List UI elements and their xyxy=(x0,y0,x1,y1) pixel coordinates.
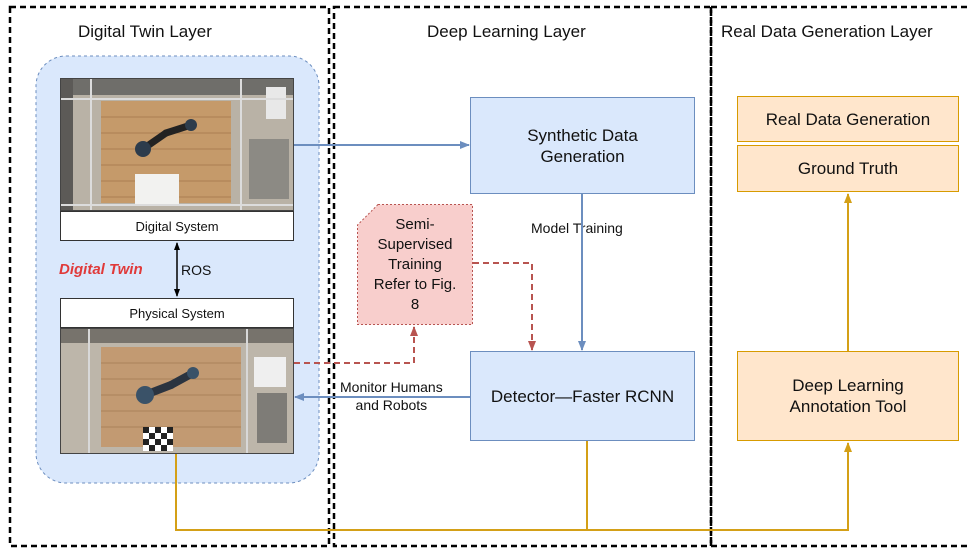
dashed-note-to-detector xyxy=(473,262,536,351)
gold-physical-to-annotation xyxy=(175,442,852,531)
semi-supervised-note-text: Semi- Supervised Training Refer to Fig. … xyxy=(373,215,457,313)
ros-label: ROS xyxy=(181,262,212,278)
layer-title-real-data: Real Data Generation Layer xyxy=(721,22,933,41)
model-training-label: Model Training xyxy=(531,220,623,237)
annotation-tool-box: Deep Learning Annotation Tool xyxy=(737,351,959,441)
physical-system-caption: Physical System xyxy=(60,298,294,328)
monitor-humans-robots-label: Monitor Humans and Robots xyxy=(340,379,443,413)
layer-title-deep-learning: Deep Learning Layer xyxy=(427,22,586,41)
deep-learning-layer-border xyxy=(332,5,713,548)
ground-truth-box: Ground Truth xyxy=(737,145,959,192)
digital-system-caption: Digital System xyxy=(60,211,294,241)
dashed-physical-to-note xyxy=(294,326,418,364)
digital-twin-label: Digital Twin xyxy=(59,261,143,278)
synthetic-data-generation-box: Synthetic Data Generation xyxy=(470,97,695,194)
semi-supervised-training-note: Semi- Supervised Training Refer to Fig. … xyxy=(357,204,473,325)
real-data-generation-box: Real Data Generation xyxy=(737,96,959,142)
layer-title-digital-twin: Digital Twin Layer xyxy=(78,22,212,41)
detector-box: Detector—Faster RCNN xyxy=(470,351,695,441)
checkerboard-target xyxy=(143,427,173,451)
physical-system-camera-image xyxy=(60,328,294,454)
digital-system-render-image xyxy=(60,78,294,211)
